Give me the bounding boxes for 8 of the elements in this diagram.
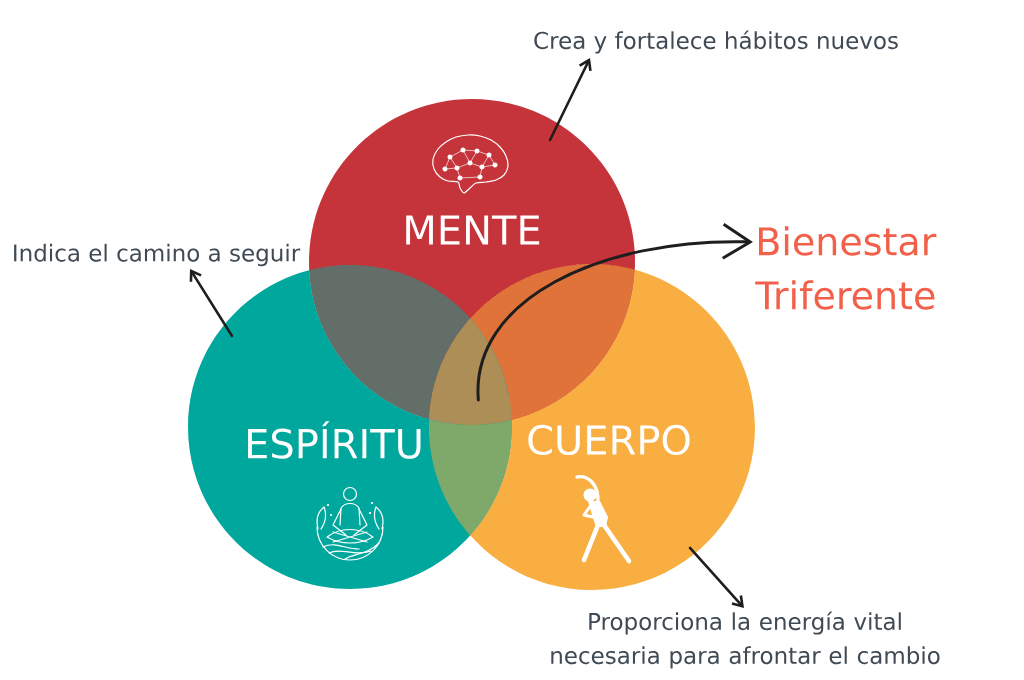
arrow <box>189 269 234 338</box>
heading-text: Bienestar Triferente <box>755 226 937 310</box>
annotation-text: Crea y fortalece hábitos nuevos <box>534 30 898 54</box>
curved-arrow <box>476 222 753 402</box>
annotation-text: Proporciona la energía vital necesaria para afrontar el cambio <box>551 611 940 669</box>
arrow <box>688 546 744 608</box>
annotation-text: Indica el camino a seguir <box>14 243 301 267</box>
arrow <box>548 58 592 142</box>
